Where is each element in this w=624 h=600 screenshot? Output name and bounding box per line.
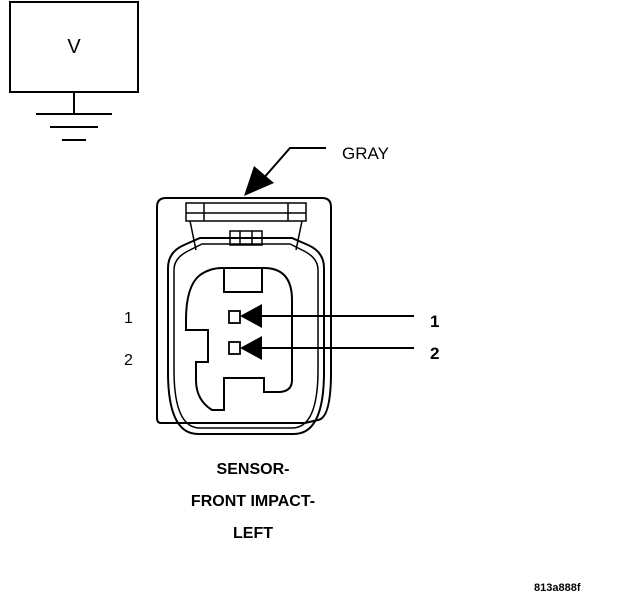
pin-label-left-1: 1 [124,310,133,327]
figure-id: 813a888f [534,582,581,594]
connector-title-line-3: LEFT [233,525,273,542]
pin-label-right-2: 2 [430,344,440,363]
voltmeter-label: V [67,35,81,58]
pin-cavity-2 [228,341,241,355]
pin-1-callout [240,304,414,328]
ground-symbol [36,92,112,141]
connector-title-line-2: FRONT IMPACT- [190,493,316,510]
pin-label-right-1: 1 [430,312,440,331]
pin-2-callout [240,336,414,360]
pin-label-left-2: 2 [124,352,133,369]
connector-title-line-1: SENSOR- [216,461,290,478]
connector-color-label: GRAY [342,144,389,163]
color-callout-arrow [244,147,326,196]
connector-body [156,197,332,435]
pin-cavity-1 [228,310,241,324]
